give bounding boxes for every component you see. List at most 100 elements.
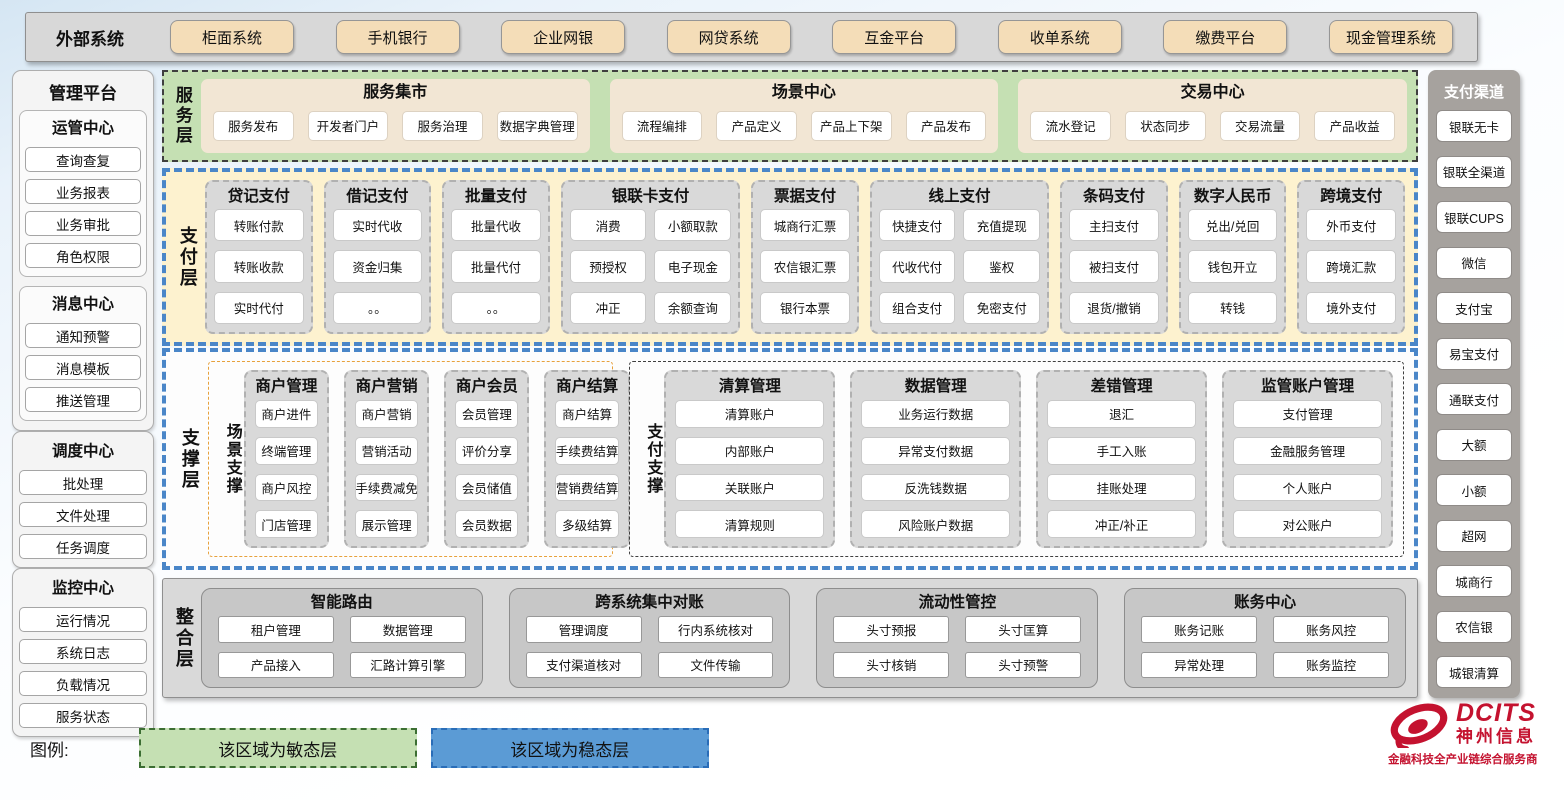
sidebar-item-button[interactable]: 系统日志 — [19, 639, 147, 664]
payment-item-button[interactable]: 银行本票 — [760, 291, 850, 324]
external-system-button[interactable]: 现金管理系统 — [1328, 20, 1453, 54]
payment-item-button[interactable]: 转账付款 — [213, 209, 304, 242]
payment-item-button[interactable]: 城商行汇票 — [760, 209, 850, 242]
support-item-button[interactable]: 异常支付数据 — [861, 436, 1011, 465]
payment-item-button[interactable]: 充值提现 — [963, 209, 1041, 242]
sidebar-item-button[interactable]: 角色权限 — [25, 243, 141, 268]
support-item-button[interactable]: 商户风控 — [254, 473, 318, 502]
service-item-button[interactable]: 交易流量 — [1219, 110, 1301, 141]
integration-item-button[interactable]: 头寸匡算 — [965, 616, 1082, 643]
service-item-button[interactable]: 开发者门户 — [307, 110, 389, 141]
payment-item-button[interactable]: 代收代付 — [878, 250, 956, 283]
support-item-button[interactable]: 挂账处理 — [1047, 473, 1197, 502]
payment-item-button[interactable]: 境外支付 — [1306, 291, 1397, 324]
integration-item-button[interactable]: 管理调度 — [525, 616, 642, 643]
payment-item-button[interactable]: 兑出/兑回 — [1187, 209, 1278, 242]
support-item-button[interactable]: 门店管理 — [254, 510, 318, 538]
support-item-button[interactable]: 业务运行数据 — [861, 400, 1011, 428]
support-item-button[interactable]: 会员数据 — [455, 510, 519, 538]
support-item-button[interactable]: 多级结算 — [555, 510, 619, 538]
sidebar-item-button[interactable]: 推送管理 — [25, 387, 141, 412]
integration-item-button[interactable]: 数据管理 — [349, 616, 466, 643]
service-item-button[interactable]: 服务发布 — [212, 110, 294, 141]
payment-item-button[interactable]: 实时代付 — [213, 291, 304, 324]
support-item-button[interactable]: 反洗钱数据 — [861, 473, 1011, 502]
payment-item-button[interactable]: 余额查询 — [654, 291, 732, 324]
service-item-button[interactable]: 数据字典管理 — [496, 110, 578, 141]
payment-item-button[interactable]: 批量代收 — [451, 209, 541, 242]
payment-channel-button[interactable]: 银联CUPS — [1436, 201, 1512, 233]
integration-item-button[interactable]: 文件传输 — [657, 651, 774, 678]
payment-channel-button[interactable]: 通联支付 — [1436, 383, 1512, 415]
sidebar-item-button[interactable]: 文件处理 — [19, 502, 147, 527]
payment-item-button[interactable]: 退货/撤销 — [1069, 291, 1159, 324]
payment-channel-button[interactable]: 农信银 — [1436, 610, 1512, 643]
payment-channel-button[interactable]: 超网 — [1436, 519, 1512, 552]
integration-item-button[interactable]: 汇路计算引擎 — [349, 651, 466, 678]
payment-channel-button[interactable]: 银联全渠道 — [1436, 155, 1512, 188]
sidebar-item-button[interactable]: 任务调度 — [19, 534, 147, 559]
support-item-button[interactable]: 终端管理 — [254, 436, 318, 465]
service-item-button[interactable]: 状态同步 — [1124, 110, 1206, 141]
external-system-button[interactable]: 手机银行 — [335, 20, 460, 54]
payment-item-button[interactable]: 跨境汇款 — [1306, 250, 1397, 283]
payment-item-button[interactable]: 钱包开立 — [1187, 250, 1278, 283]
payment-channel-button[interactable]: 银联无卡 — [1436, 110, 1512, 142]
sidebar-item-button[interactable]: 查询查复 — [25, 147, 141, 172]
external-system-button[interactable]: 柜面系统 — [170, 20, 294, 54]
integration-item-button[interactable]: 产品接入 — [217, 651, 334, 678]
integration-item-button[interactable]: 账务监控 — [1273, 651, 1390, 678]
payment-item-button[interactable]: 冲正 — [569, 291, 647, 324]
service-item-button[interactable]: 产品定义 — [716, 110, 797, 141]
payment-item-button[interactable]: 快捷支付 — [878, 209, 956, 242]
payment-item-button[interactable]: 实时代收 — [332, 209, 423, 242]
service-item-button[interactable]: 流程编排 — [621, 110, 703, 141]
payment-item-button[interactable]: 转账收款 — [213, 250, 304, 283]
service-item-button[interactable]: 服务治理 — [402, 110, 483, 141]
external-system-button[interactable]: 网贷系统 — [666, 20, 791, 54]
support-item-button[interactable]: 会员储值 — [455, 473, 519, 502]
sidebar-item-button[interactable]: 负载情况 — [19, 671, 147, 696]
integration-item-button[interactable]: 账务风控 — [1273, 616, 1390, 643]
payment-item-button[interactable]: 。。 — [332, 291, 423, 324]
support-item-button[interactable]: 清算账户 — [675, 400, 825, 428]
payment-channel-button[interactable]: 大额 — [1436, 428, 1512, 461]
payment-channel-button[interactable]: 支付宝 — [1436, 292, 1512, 324]
external-system-button[interactable]: 企业网银 — [501, 20, 626, 54]
integration-item-button[interactable]: 异常处理 — [1141, 651, 1258, 678]
sidebar-item-button[interactable]: 运行情况 — [19, 607, 147, 632]
support-item-button[interactable]: 营销活动 — [354, 436, 419, 465]
support-item-button[interactable]: 商户进件 — [254, 400, 318, 428]
payment-item-button[interactable]: 电子现金 — [654, 250, 732, 283]
service-item-button[interactable]: 产品上下架 — [810, 110, 892, 141]
integration-item-button[interactable]: 头寸核销 — [833, 651, 950, 678]
sidebar-item-button[interactable]: 服务状态 — [19, 703, 147, 728]
payment-channel-button[interactable]: 小额 — [1436, 474, 1512, 506]
support-item-button[interactable]: 营销费结算 — [555, 473, 619, 502]
support-item-button[interactable]: 内部账户 — [675, 436, 825, 465]
sidebar-item-button[interactable]: 批处理 — [19, 470, 147, 495]
integration-item-button[interactable]: 行内系统核对 — [657, 616, 774, 643]
integration-item-button[interactable]: 支付渠道核对 — [525, 651, 642, 678]
sidebar-item-button[interactable]: 业务报表 — [25, 179, 141, 204]
payment-channel-button[interactable]: 城商行 — [1436, 565, 1512, 597]
sidebar-item-button[interactable]: 消息模板 — [25, 355, 141, 380]
sidebar-item-button[interactable]: 业务审批 — [25, 211, 141, 236]
support-item-button[interactable]: 评价分享 — [455, 436, 519, 465]
payment-item-button[interactable]: 资金归集 — [332, 250, 423, 283]
support-item-button[interactable]: 金融服务管理 — [1233, 436, 1383, 465]
payment-item-button[interactable]: 主扫支付 — [1069, 209, 1159, 242]
payment-item-button[interactable]: 转钱 — [1187, 291, 1278, 324]
support-item-button[interactable]: 手续费减免 — [354, 473, 419, 502]
support-item-button[interactable]: 清算规则 — [675, 510, 825, 538]
payment-channel-button[interactable]: 易宝支付 — [1436, 337, 1512, 370]
payment-channel-button[interactable]: 微信 — [1436, 246, 1512, 279]
service-item-button[interactable]: 产品发布 — [905, 110, 987, 141]
payment-item-button[interactable]: 外币支付 — [1306, 209, 1397, 242]
integration-item-button[interactable]: 账务记账 — [1141, 616, 1258, 643]
support-item-button[interactable]: 支付管理 — [1233, 400, 1383, 428]
support-item-button[interactable]: 商户营销 — [354, 400, 419, 428]
support-item-button[interactable]: 会员管理 — [455, 400, 519, 428]
payment-item-button[interactable]: 小额取款 — [654, 209, 732, 242]
external-system-button[interactable]: 互金平台 — [832, 20, 957, 54]
